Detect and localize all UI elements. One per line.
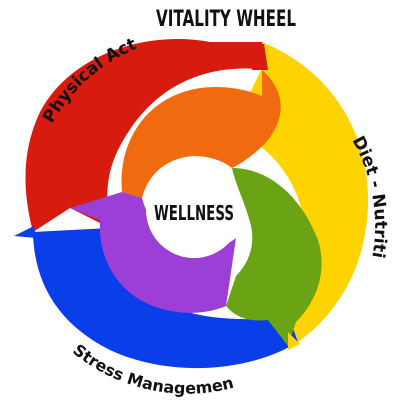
- center-hub: [146, 162, 242, 258]
- outer-segment-physical: [25, 39, 268, 232]
- inner-ring: [70, 70, 322, 346]
- outer-segment-stress: [33, 228, 298, 369]
- center-label: WELLNESS: [154, 201, 234, 225]
- arrow-tip-diet: [288, 332, 300, 350]
- inner-segment-stress: [70, 192, 236, 313]
- diagram-title: VITALITY WHEEL: [156, 7, 296, 32]
- inner-segment-diet: [226, 168, 322, 346]
- arrow-tips: [14, 44, 300, 350]
- arrow-tip-physical: [252, 44, 268, 70]
- arrow-tip-stress: [14, 226, 36, 238]
- inner-segment-physical: [121, 70, 281, 198]
